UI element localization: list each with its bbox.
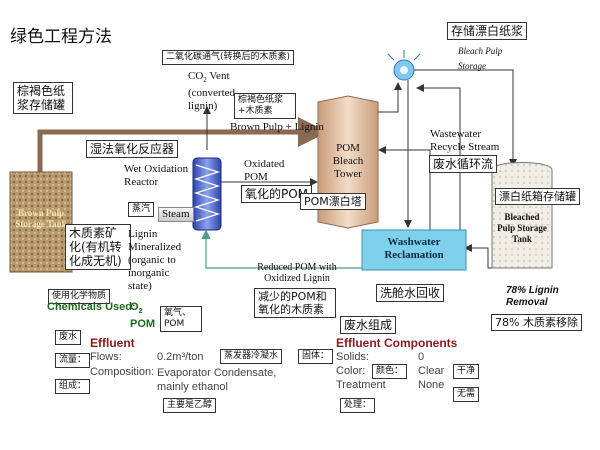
treatment-label: Treatment [336,379,386,391]
steam-cn-label: 蒸汽 [128,202,155,217]
pom-tower-en-label: POM Bleach Tower [332,142,364,180]
flows-label: Flows: [90,351,122,363]
bleach-pulp-storage-en-label: Bleach Pulp Storage [458,46,503,71]
reduced-pom-en-label: Reduced POM with Oxidized Lignin [257,262,337,284]
flows-value: 0.2m³/ton [157,351,204,363]
bleach-pulp-storage-cn-label: 存储漂白纸浆 [447,22,528,40]
solids-label: Solids: [336,351,370,363]
wet-reactor-cn-label: 湿法氧化反应器 [86,140,179,158]
color-label: Color: [336,365,366,377]
chemicals-used-cn-label: 使用化学物质 [48,289,111,304]
effluent-components-cn-heading: 废水组成 [340,316,397,334]
lignin-removal-en-label: 78% Lignin Removal [506,285,559,308]
reduced-pom-cn-label: 减少的POM和氧化的木质素 [254,288,336,318]
treatment-value: None [418,379,445,391]
bleached-tank-cn-label: 漂白纸箱存储罐 [495,188,580,205]
solids-value: 0 [418,351,425,363]
brown-pulp-lignin-cn: 棕褐色纸浆+木质素 [234,93,296,119]
chemicals-used-en-label: Chemicals Used: [47,301,136,313]
oxidated-pom-cn-label: 氧化的POM [241,185,313,203]
brown-pulp-storage-tank [9,171,73,273]
brown-tank-en-label: Brown Pulp Storage Tank [15,208,67,229]
clean-cn-label: 干净 [453,364,480,379]
pom-tower-cn-label: POM漂白塔 [300,193,366,210]
brown-pulp-pipe [37,129,318,172]
evaporator-condensate-cn-label: 蒸发器冷凝水 [220,349,283,364]
washwater-reclamation-box [361,229,467,271]
color-value: Clear [418,365,445,377]
wet-reactor-en-label: Wet Oxidation Reactor [124,163,189,188]
wastewater-cn-tag: 废水 [55,330,82,345]
composition-cn-tag: 组成： [55,379,91,394]
page-title: 绿色工程方法 [10,27,112,47]
effluent-heading: Effluent [90,336,135,350]
color-cn-tag: 颜色： [372,364,408,379]
washwater-cn-label: 洗舱水回收 [376,284,445,302]
composition-value: Evaporator Condensate, mainly ethanol [157,367,277,393]
solids-cn-tag: 固体： [298,349,334,364]
effluent-components-heading: Effluent Components [336,336,458,350]
lignin-mineralized-en-label: Lignin Mineralized (organic to inorganic… [128,228,182,292]
brown-pulp-lignin-en: Brown Pulp + Lignin [230,121,324,133]
flow-cn-tag: 流量： [55,353,91,368]
steam-box: Steam [158,207,194,222]
co2-vent-en-label: CO2 Vent (converted lignin) [188,70,236,113]
chemicals-list: O2 POM [130,301,156,331]
treatment-cn-tag: 处理： [340,398,376,413]
lignin-removal-cn-label: 78% 木质素移除 [491,314,582,331]
wastewater-recycle-en-label: Wastewater Recycle Stream [430,128,500,153]
co2-vent-cn-label: 二氧化碳通气(转换后的木质素) [162,50,295,65]
brown-storage-cn-label: 棕褐色纸浆存储罐 [13,82,73,114]
oxidated-pom-en-label: Oxidated POM [244,158,285,183]
composition-label: Composition: [90,366,155,378]
wastewater-recycle-cn-label: 废水循环流 [429,155,498,173]
lignin-mineralized-cn-label: 木质素矿化(有机转化成无机) [65,224,131,270]
ethanol-cn-label: 主要是乙醇 [163,398,217,413]
o2-pom-cn-label: 氧气、POM [160,306,202,332]
washwater-en-label: Washwater Reclamation [384,236,444,261]
none-needed-cn-label: 无需 [453,387,480,402]
bleached-tank-en-label: Bleached Pulp Storage Tank [497,212,547,244]
